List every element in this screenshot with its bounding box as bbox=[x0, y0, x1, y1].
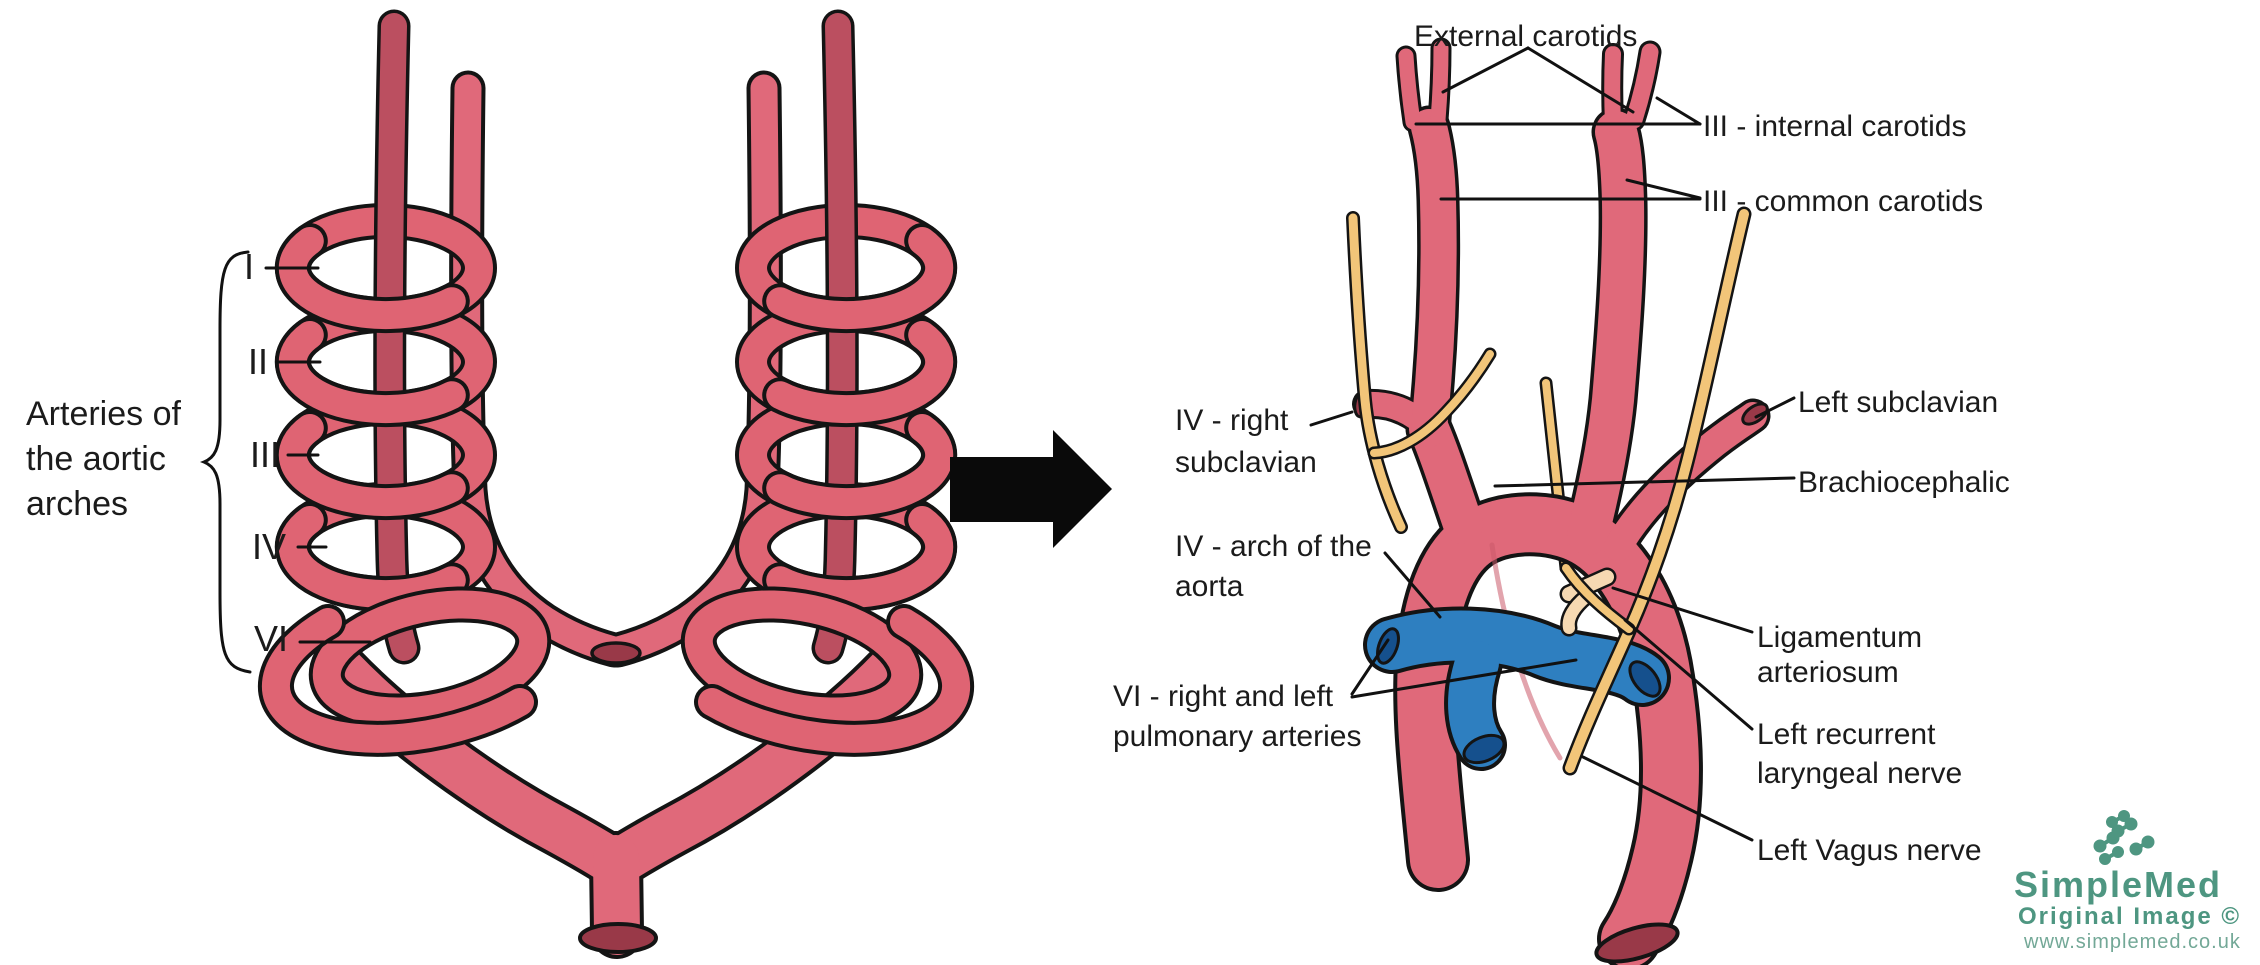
caption-line: arches bbox=[26, 485, 129, 523]
arch-numeral-vi: VI bbox=[254, 618, 289, 659]
truncus-lumen bbox=[578, 922, 658, 954]
label-leader-lines bbox=[1309, 46, 1796, 842]
adult-derivatives-figure bbox=[1309, 37, 1796, 965]
left-subclavian-lumen bbox=[1741, 402, 1769, 426]
label-arch-of-aorta: IV - arch of the aorta bbox=[1175, 530, 1372, 603]
numeral-leader-lines bbox=[264, 266, 372, 644]
caption-line: Arteries of bbox=[26, 395, 181, 433]
label-common-carotids: III - common carotids bbox=[1703, 185, 1984, 218]
descending-aorta-lumen bbox=[1594, 922, 1680, 964]
arch-numeral-iv: IV bbox=[252, 526, 287, 567]
label-external-carotids: External carotids bbox=[1414, 20, 1638, 53]
caption-line: the aortic bbox=[26, 440, 166, 478]
molecule-cluster-icon bbox=[2093, 810, 2155, 865]
ventral-aortae bbox=[449, 70, 783, 668]
vagus-nerves bbox=[1346, 206, 1752, 776]
caption-brace bbox=[199, 250, 252, 674]
arch-numeral-iii: III bbox=[250, 434, 281, 475]
aortic-sac-lumen bbox=[590, 641, 642, 665]
arch-ring-front-arcs bbox=[274, 223, 958, 613]
left-figure-caption: Arteries of the aortic arches bbox=[26, 392, 181, 527]
label-pulmonary-arteries: VI - right and left pulmonary arteries bbox=[1113, 680, 1362, 753]
embryonic-arches-figure bbox=[199, 9, 975, 959]
label-ligamentum-arteriosum: Ligamentum arteriosum bbox=[1757, 621, 1923, 689]
label-left-recurrent-laryngeal: Left recurrent laryngeal nerve bbox=[1757, 718, 1963, 790]
arch-numeral-ii: II bbox=[248, 341, 269, 382]
arch-numeral-i: I bbox=[244, 246, 255, 287]
label-left-subclavian: Left subclavian bbox=[1798, 386, 1999, 419]
label-right-subclavian: IV - right subclavian bbox=[1175, 404, 1317, 479]
transform-arrow-icon bbox=[950, 430, 1112, 548]
watermark-caption: Original Image © bbox=[2018, 903, 2242, 930]
label-internal-carotids: III - internal carotids bbox=[1703, 110, 1967, 143]
watermark-url: www.simplemed.co.uk bbox=[2024, 931, 2241, 953]
watermark-brand: SimpleMed bbox=[2014, 864, 2223, 905]
label-brachiocephalic: Brachiocephalic bbox=[1798, 466, 2010, 499]
label-left-vagus: Left Vagus nerve bbox=[1757, 834, 1982, 867]
arch-vi-rings bbox=[257, 586, 975, 757]
